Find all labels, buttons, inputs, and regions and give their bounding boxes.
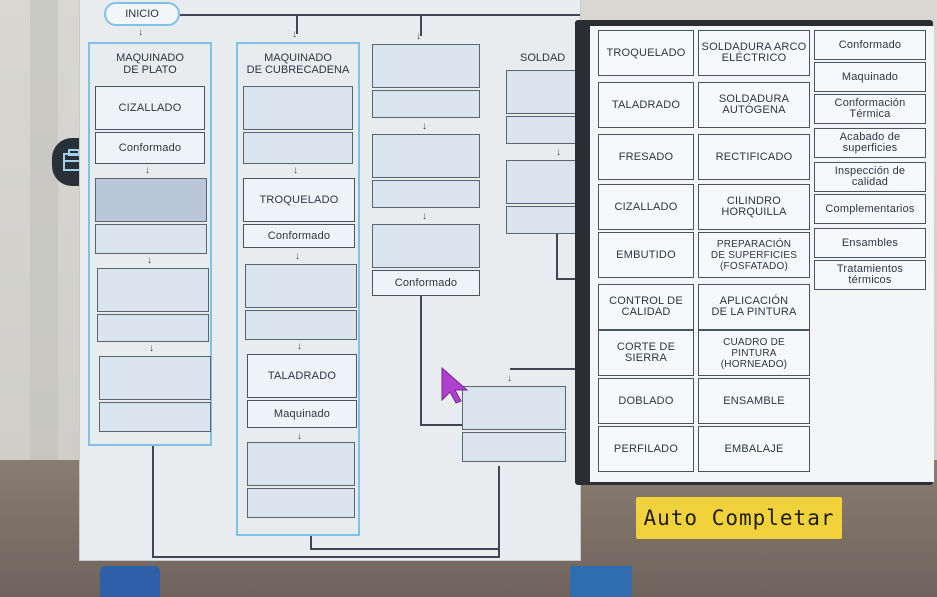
flow-line bbox=[152, 446, 154, 558]
arrow-down-icon: ↓ bbox=[293, 165, 298, 176]
flow-line bbox=[310, 548, 500, 550]
arrow-down-icon: ↓ bbox=[297, 341, 302, 352]
drop-slot[interactable] bbox=[243, 132, 353, 164]
palette-tile-complementarios[interactable]: Complementarios bbox=[814, 194, 926, 224]
palette-tile-corte-de-sierra[interactable]: CORTE DE SIERRA bbox=[598, 330, 694, 376]
bottom-object bbox=[570, 566, 632, 597]
drop-slot[interactable] bbox=[462, 386, 566, 430]
flow-line bbox=[180, 14, 580, 16]
bottom-object bbox=[100, 566, 160, 597]
step-troquelado[interactable]: TROQUELADO bbox=[243, 178, 355, 222]
column-frame-plato bbox=[88, 42, 212, 446]
arrow-down-icon: ↓ bbox=[507, 373, 512, 384]
drop-slot[interactable] bbox=[97, 268, 209, 312]
flow-line bbox=[310, 536, 312, 550]
wall-stripe bbox=[30, 0, 58, 460]
drop-slot[interactable] bbox=[247, 442, 355, 486]
step-maquinado[interactable]: Maquinado bbox=[247, 400, 357, 428]
step-conformado[interactable]: Conformado bbox=[243, 224, 355, 248]
drop-slot[interactable] bbox=[372, 180, 480, 208]
arrow-down-icon: ↓ bbox=[297, 431, 302, 442]
column-frame-cubrecadena bbox=[236, 42, 360, 536]
palette-tile-tratamientos-termicos[interactable]: Tratamientos térmicos bbox=[814, 260, 926, 290]
drop-slot[interactable] bbox=[95, 224, 207, 254]
palette-tile-ensambles[interactable]: Ensambles bbox=[814, 228, 926, 258]
flow-line bbox=[420, 14, 422, 36]
palette-tile-acabado-de-superficies[interactable]: Acabado de superficies bbox=[814, 128, 926, 158]
arrow-down-icon: ↓ bbox=[416, 31, 421, 42]
palette-tile-conformado[interactable]: Conformado bbox=[814, 30, 926, 60]
drop-slot[interactable] bbox=[372, 44, 480, 88]
palette-tile-embutido[interactable]: EMBUTIDO bbox=[598, 232, 694, 278]
palette-tile-cilindro-horquilla[interactable]: CILINDRO HORQUILLA bbox=[698, 184, 810, 230]
drop-slot[interactable] bbox=[245, 310, 357, 340]
flow-line bbox=[556, 278, 578, 280]
drop-slot[interactable] bbox=[506, 70, 578, 114]
palette-tile-soldadura-autogena[interactable]: SOLDADURA AUTÓGENA bbox=[698, 82, 810, 128]
drop-slot[interactable] bbox=[462, 432, 566, 462]
flow-line bbox=[556, 234, 558, 280]
flow-line bbox=[498, 466, 500, 558]
palette-tile-troquelado[interactable]: TROQUELADO bbox=[598, 30, 694, 76]
arrow-down-icon: ↓ bbox=[422, 211, 427, 222]
drop-slot[interactable] bbox=[245, 264, 357, 308]
start-node: INICIO bbox=[104, 2, 180, 26]
palette-tile-perfilado[interactable]: PERFILADO bbox=[598, 426, 694, 472]
drop-slot[interactable] bbox=[97, 314, 209, 342]
column-header: MAQUINADO DE PLATO bbox=[116, 52, 184, 76]
drop-slot[interactable] bbox=[247, 488, 355, 518]
cursor-arrow-icon bbox=[441, 366, 469, 404]
arrow-down-icon: ↓ bbox=[422, 121, 427, 132]
drop-slot[interactable] bbox=[243, 86, 353, 130]
flow-line bbox=[510, 368, 578, 370]
palette-tile-cizallado[interactable]: CIZALLADO bbox=[598, 184, 694, 230]
drop-slot[interactable] bbox=[506, 160, 578, 204]
step-taladrado[interactable]: TALADRADO bbox=[247, 354, 357, 398]
palette-tile-rectificado[interactable]: RECTIFICADO bbox=[698, 134, 810, 180]
drop-slot[interactable] bbox=[372, 224, 480, 268]
palette-tile-conformacion-termica[interactable]: Conformación Térmica bbox=[814, 94, 926, 124]
palette-tile-preparacion-de-superficies-fosfatado[interactable]: PREPARACIÓN DE SUPERFICIES (FOSFATADO) bbox=[698, 232, 810, 278]
palette-tile-cuadro-de-pintura-horneado[interactable]: CUADRO DE PINTURA (HORNEADO) bbox=[698, 330, 810, 376]
drop-slot[interactable] bbox=[372, 134, 480, 178]
palette-tile-taladrado[interactable]: TALADRADO bbox=[598, 82, 694, 128]
palette-tile-ensamble[interactable]: ENSAMBLE bbox=[698, 378, 810, 424]
palette-tile-doblado[interactable]: DOBLADO bbox=[598, 378, 694, 424]
arrow-down-icon: ↓ bbox=[295, 251, 300, 262]
palette-tile-inspeccion-de-calidad[interactable]: Inspección de calidad bbox=[814, 162, 926, 192]
palette-tile-control-de-calidad[interactable]: CONTROL DE CALIDAD bbox=[598, 284, 694, 330]
auto-complete-button[interactable]: Auto Completar bbox=[636, 497, 842, 539]
drop-slot[interactable] bbox=[506, 116, 578, 144]
step-conformado[interactable]: Conformado bbox=[372, 270, 480, 296]
step-conformado[interactable]: Conformado bbox=[95, 132, 205, 164]
arrow-down-icon: ↓ bbox=[145, 165, 150, 176]
drop-slot[interactable] bbox=[506, 206, 578, 234]
palette-tile-fresado[interactable]: FRESADO bbox=[598, 134, 694, 180]
drop-slot[interactable] bbox=[99, 402, 211, 432]
step-cizallado[interactable]: CIZALLADO bbox=[95, 86, 205, 130]
drop-slot[interactable] bbox=[372, 90, 480, 118]
palette-tile-aplicacion-de-la-pintura[interactable]: APLICACIÓN DE LA PINTURA bbox=[698, 284, 810, 330]
arrow-down-icon: ↓ bbox=[147, 255, 152, 266]
arrow-down-icon: ↓ bbox=[149, 343, 154, 354]
flow-line bbox=[420, 424, 462, 426]
flow-line bbox=[296, 14, 298, 34]
palette-tile-embalaje[interactable]: EMBALAJE bbox=[698, 426, 810, 472]
flow-line bbox=[152, 556, 500, 558]
drop-slot[interactable] bbox=[95, 178, 207, 222]
arrow-down-icon: ↓ bbox=[138, 27, 143, 38]
drop-slot[interactable] bbox=[99, 356, 211, 400]
arrow-down-icon: ↓ bbox=[556, 147, 561, 158]
column-header: SOLDAD bbox=[520, 52, 566, 64]
arrow-down-icon: ↓ bbox=[292, 29, 297, 40]
flow-line bbox=[420, 296, 422, 426]
column-header: MAQUINADO DE CUBRECADENA bbox=[246, 52, 350, 76]
start-label: INICIO bbox=[125, 8, 159, 20]
palette-tile-soldadura-arco-electrico[interactable]: SOLDADURA ARCO ELÉCTRICO bbox=[698, 30, 810, 76]
palette-tile-maquinado[interactable]: Maquinado bbox=[814, 62, 926, 92]
